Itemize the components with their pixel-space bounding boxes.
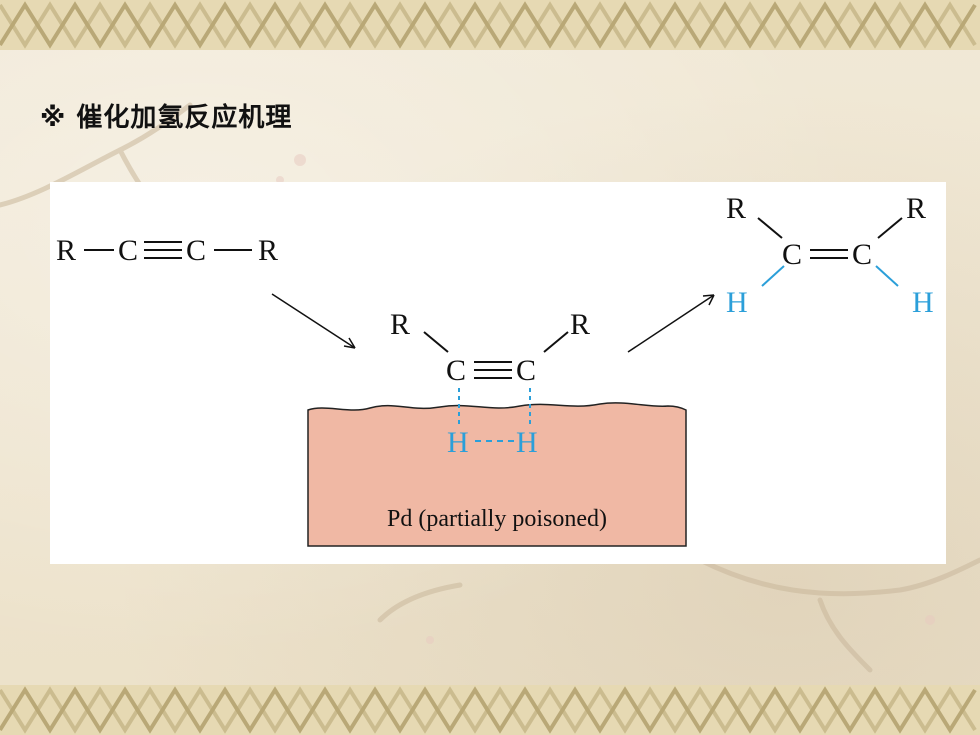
product-c1: C bbox=[782, 238, 802, 271]
slide-title: ※ 催化加氢反应机理 bbox=[40, 103, 293, 133]
product-bond-h-right bbox=[875, 265, 899, 287]
adsorbed-triple-bond bbox=[474, 361, 512, 379]
arrow-to-catalyst bbox=[271, 293, 356, 349]
reactant-r-right: R bbox=[258, 234, 278, 267]
adsorbed-bond-right bbox=[543, 331, 569, 353]
surface-h1: H bbox=[447, 426, 469, 459]
reactant-r-left: R bbox=[56, 234, 76, 267]
product-bond-r-right bbox=[877, 217, 903, 239]
product-h-right: H bbox=[912, 286, 934, 319]
arrow-to-product bbox=[627, 294, 715, 353]
palladium-catalyst-surface bbox=[307, 402, 687, 547]
product-double-bond bbox=[810, 249, 848, 259]
hydrogenation-mechanism-diagram: R C C R Pd (partially poisoned) R R C C bbox=[50, 182, 946, 564]
adsorbed-c2: C bbox=[516, 354, 536, 387]
adsorbed-c1: C bbox=[446, 354, 466, 387]
product-bond-r-left bbox=[757, 217, 783, 239]
reactant-triple-bond bbox=[144, 241, 182, 259]
surface-h2: H bbox=[516, 426, 538, 459]
adsorbed-r-right: R bbox=[570, 308, 590, 341]
product-r-right: R bbox=[906, 192, 926, 225]
product-h-left: H bbox=[726, 286, 748, 319]
product-r-left: R bbox=[726, 192, 746, 225]
bottom-decorative-border bbox=[0, 685, 980, 735]
top-decorative-border bbox=[0, 0, 980, 50]
adsorbed-bond-left bbox=[423, 331, 449, 353]
product-c2: C bbox=[852, 238, 872, 271]
catalyst-label: Pd (partially poisoned) bbox=[387, 506, 607, 532]
adsorbed-r-left: R bbox=[390, 308, 410, 341]
reactant-c1: C bbox=[118, 234, 138, 267]
reactant-c2: C bbox=[186, 234, 206, 267]
product-bond-h-left bbox=[761, 265, 785, 287]
